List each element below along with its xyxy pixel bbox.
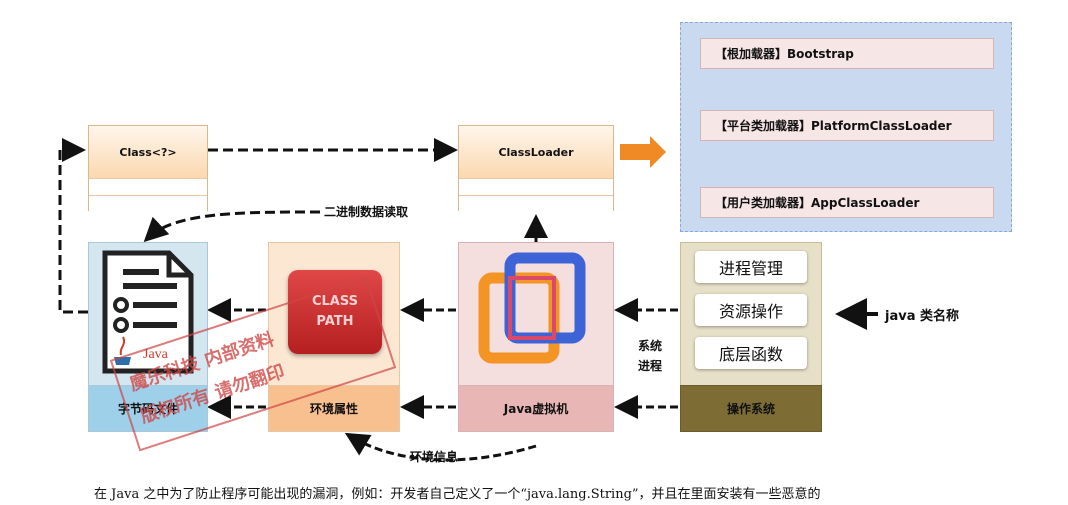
platform-loader: 【平台类加载器】PlatformClassLoader bbox=[700, 110, 994, 141]
orange-arrow bbox=[620, 136, 666, 168]
java-file-icon bbox=[102, 250, 194, 374]
arrow-binary-read bbox=[143, 210, 321, 243]
bytecode-panel-label: 字节码文件 bbox=[88, 385, 208, 432]
classpath-icon-line1: CLASS bbox=[311, 294, 359, 309]
system-process-label: 系统 进程 bbox=[637, 339, 662, 373]
class-box-title: Class<?> bbox=[89, 126, 207, 179]
jvm-logo-icon bbox=[478, 252, 586, 364]
arrow-bytecode-loop bbox=[58, 138, 88, 314]
classpath-panel-label: 环境属性 bbox=[268, 385, 400, 432]
bottom-paragraph: 在 Java 之中为了防止程序可能出现的漏洞，例如：开发者自己定义了一个“jav… bbox=[94, 487, 821, 502]
env-info-label: 环境信息 bbox=[410, 450, 459, 464]
os-panel-label: 操作系统 bbox=[680, 385, 822, 432]
class-box: Class<?> bbox=[88, 125, 208, 212]
classpath-icon-line2: PATH bbox=[316, 314, 354, 329]
java-icon-text: Java bbox=[143, 347, 168, 362]
app-loader: 【用户类加载器】AppClassLoader bbox=[700, 187, 994, 218]
os-item-low-level-functions: 底层函数 bbox=[695, 337, 807, 369]
java-class-name-label: java 类名称 bbox=[885, 309, 960, 324]
classloader-box: ClassLoader bbox=[458, 125, 614, 212]
classloader-box-title: ClassLoader bbox=[459, 126, 613, 179]
bootstrap-loader: 【根加载器】Bootstrap bbox=[700, 38, 994, 69]
classpath-icon: CLASS PATH bbox=[288, 270, 382, 354]
classloader-box-row bbox=[459, 196, 613, 212]
os-item-resource-operation: 资源操作 bbox=[695, 294, 807, 326]
class-box-row bbox=[89, 196, 207, 212]
classloader-box-row bbox=[459, 179, 613, 196]
class-box-row bbox=[89, 179, 207, 196]
jvm-panel-label: Java虚拟机 bbox=[458, 385, 614, 432]
binary-read-label: 二进制数据读取 bbox=[324, 203, 444, 221]
os-item-process-management: 进程管理 bbox=[695, 251, 807, 283]
